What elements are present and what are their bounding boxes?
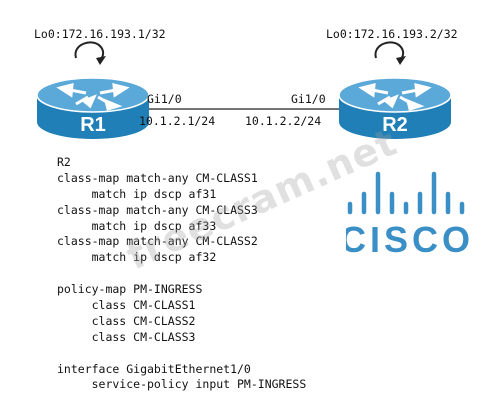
cisco-logo-text: CISCO (346, 219, 474, 260)
config-line (57, 346, 306, 362)
r1-loopback-arrow-icon (74, 41, 106, 65)
config-line: interface GigabitEthernet1/0 (57, 361, 251, 376)
r2-ip-label: 10.1.2.2/24 (245, 114, 322, 128)
config-line: R2 (57, 155, 71, 169)
config-line: class-map match-any CM-CLASS1 (57, 170, 258, 185)
config-line: match ip dscp af33 (57, 218, 217, 233)
r2-loopback-arrow-icon (374, 41, 406, 65)
config-line: service-policy input PM-INGRESS (57, 377, 307, 392)
config-line: class-map match-any CM-CLASS3 (57, 202, 258, 217)
config-line: class CM-CLASS1 (57, 298, 196, 313)
config-line: class-map match-any CM-CLASS2 (57, 234, 258, 249)
config-line: class CM-CLASS2 (57, 313, 196, 328)
r1-ip-label: 10.1.2.1/24 (139, 114, 216, 128)
config-line: policy-map PM-INGRESS (57, 282, 203, 297)
r2-name: R2 (382, 114, 408, 136)
r1-interface-label: Gi1/0 (147, 92, 182, 106)
network-topology: R1 R2 (36, 41, 452, 139)
r2-loopback-label: Lo0:172.16.193.2/32 (326, 27, 458, 41)
config-line: match ip dscp af32 (57, 250, 217, 265)
r2-interface-label: Gi1/0 (291, 92, 326, 106)
config-line: class CM-CLASS3 (57, 329, 196, 344)
r1-name: R1 (80, 114, 106, 136)
r1-loopback-label: Lo0:172.16.193.1/32 (34, 27, 166, 41)
r2-router-icon (338, 77, 452, 139)
cisco-logo-icon: CISCO (346, 171, 474, 260)
config-line: match ip dscp af31 (57, 186, 217, 201)
r1-router-icon (36, 77, 150, 139)
config-line (57, 266, 306, 282)
